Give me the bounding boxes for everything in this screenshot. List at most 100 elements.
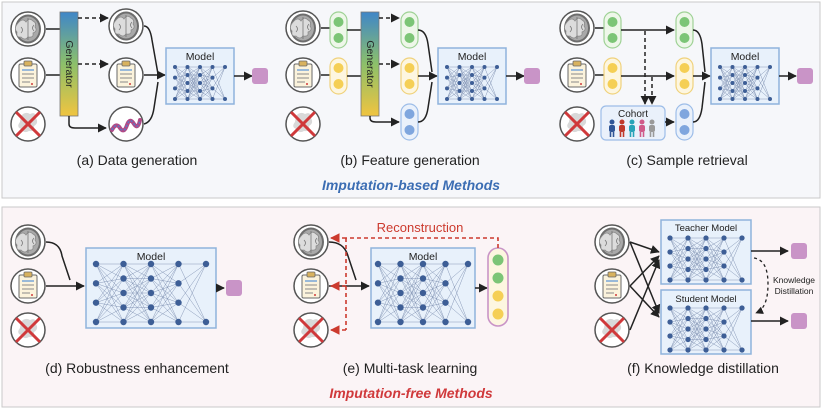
nn-node: [198, 89, 202, 93]
generated-feature-yellow: [400, 57, 419, 95]
nn-node: [755, 65, 760, 69]
multi-task-output-vector: [487, 247, 509, 327]
nn-node: [198, 65, 202, 69]
nn-node: [730, 73, 735, 77]
panel-d-robustness-enhancement: Model (d) Robustness enhancement: [9, 224, 242, 376]
nn-node: [120, 304, 127, 311]
nn-node: [667, 277, 673, 283]
nn-node: [185, 81, 190, 85]
nn-node: [397, 304, 404, 311]
nn-node: [457, 65, 462, 69]
nn-node: [175, 318, 182, 326]
nn-node: [703, 256, 709, 262]
output-icon: [524, 68, 540, 84]
panel-e-multi-task-learning: Model Reconstruction (e) Multi-task lear…: [292, 220, 509, 376]
nn-node: [223, 65, 227, 69]
nn-node: [202, 318, 210, 326]
nn-node: [464, 318, 472, 326]
generated-feature-green: [400, 11, 419, 49]
nn-node: [685, 326, 691, 332]
nn-node: [721, 235, 727, 241]
nn-node: [185, 97, 190, 101]
nn-node: [175, 260, 182, 268]
generated-mri-icon: [108, 8, 144, 44]
model-label: Model: [458, 51, 487, 63]
nn-node: [147, 318, 155, 326]
nn-node: [730, 97, 735, 101]
nn-node: [667, 347, 673, 353]
feature-vector-green: [329, 11, 348, 49]
nn-node: [120, 318, 127, 326]
nn-node: [92, 318, 100, 326]
nn-node: [198, 73, 202, 77]
nn-node: [703, 326, 709, 332]
nn-node: [175, 299, 182, 306]
nn-node: [685, 305, 691, 311]
nn-node: [730, 81, 735, 85]
feature-vector-yellow: [603, 57, 622, 95]
nn-node: [730, 89, 735, 93]
nn-node: [397, 260, 404, 268]
neural-network-icon: [92, 260, 210, 326]
clinical-record-icon: [594, 268, 630, 304]
cohort-label: Cohort: [618, 109, 648, 120]
nn-node: [755, 75, 760, 80]
nn-node: [718, 86, 722, 91]
mri-icon: [559, 10, 595, 46]
nn-node: [374, 280, 382, 287]
nn-node: [730, 65, 735, 69]
nn-node: [92, 260, 100, 268]
nn-node: [419, 260, 427, 268]
nn-node: [92, 299, 100, 306]
nn-node: [685, 256, 691, 262]
nn-node: [703, 235, 709, 241]
nn-node: [703, 305, 709, 311]
retrieved-feature-blue: [675, 103, 694, 141]
nn-node: [147, 304, 155, 311]
nn-node: [185, 73, 190, 77]
nn-node: [202, 260, 210, 268]
feature-vector-green: [603, 11, 622, 49]
nn-node: [667, 333, 673, 339]
nn-node: [210, 86, 215, 91]
people-icon: [609, 119, 655, 137]
nn-node: [198, 97, 202, 101]
nn-node: [685, 315, 691, 322]
nn-node: [397, 289, 404, 297]
nn-node: [718, 75, 722, 80]
nn-node: [755, 86, 760, 91]
caption-e: (e) Multi-task learning: [343, 360, 478, 376]
nn-node: [743, 73, 747, 77]
nn-node: [210, 97, 215, 101]
nn-node: [470, 81, 474, 85]
nn-node: [768, 97, 772, 101]
nn-node: [419, 289, 427, 297]
missing-modality-icon: [9, 105, 47, 143]
student-model-label: Student Model: [675, 294, 736, 305]
nn-node: [703, 277, 709, 283]
nn-node: [457, 73, 462, 77]
nn-node: [739, 235, 745, 241]
missing-modality-icon: [558, 105, 596, 143]
nn-node: [667, 235, 673, 241]
nn-node: [755, 97, 760, 101]
caption-f: (f) Knowledge distillation: [627, 360, 779, 376]
nn-node: [667, 249, 673, 255]
nn-node: [685, 336, 691, 343]
generated-feature-blue: [400, 103, 419, 141]
nn-node: [210, 75, 215, 80]
nn-node: [173, 97, 177, 101]
mri-icon: [293, 224, 329, 260]
clinical-record-icon: [10, 57, 46, 93]
nn-node: [445, 75, 449, 80]
caption-d: (d) Robustness enhancement: [45, 360, 229, 376]
nn-node: [495, 97, 499, 101]
nn-node: [147, 260, 155, 268]
generated-record-icon: [108, 57, 144, 93]
imputation-free-title: Imputation-free Methods: [329, 385, 493, 401]
reconstruction-label: Reconstruction: [377, 220, 464, 235]
caption-b: (b) Feature generation: [340, 152, 479, 168]
feature-vector-yellow: [329, 57, 348, 95]
nn-node: [739, 305, 745, 311]
